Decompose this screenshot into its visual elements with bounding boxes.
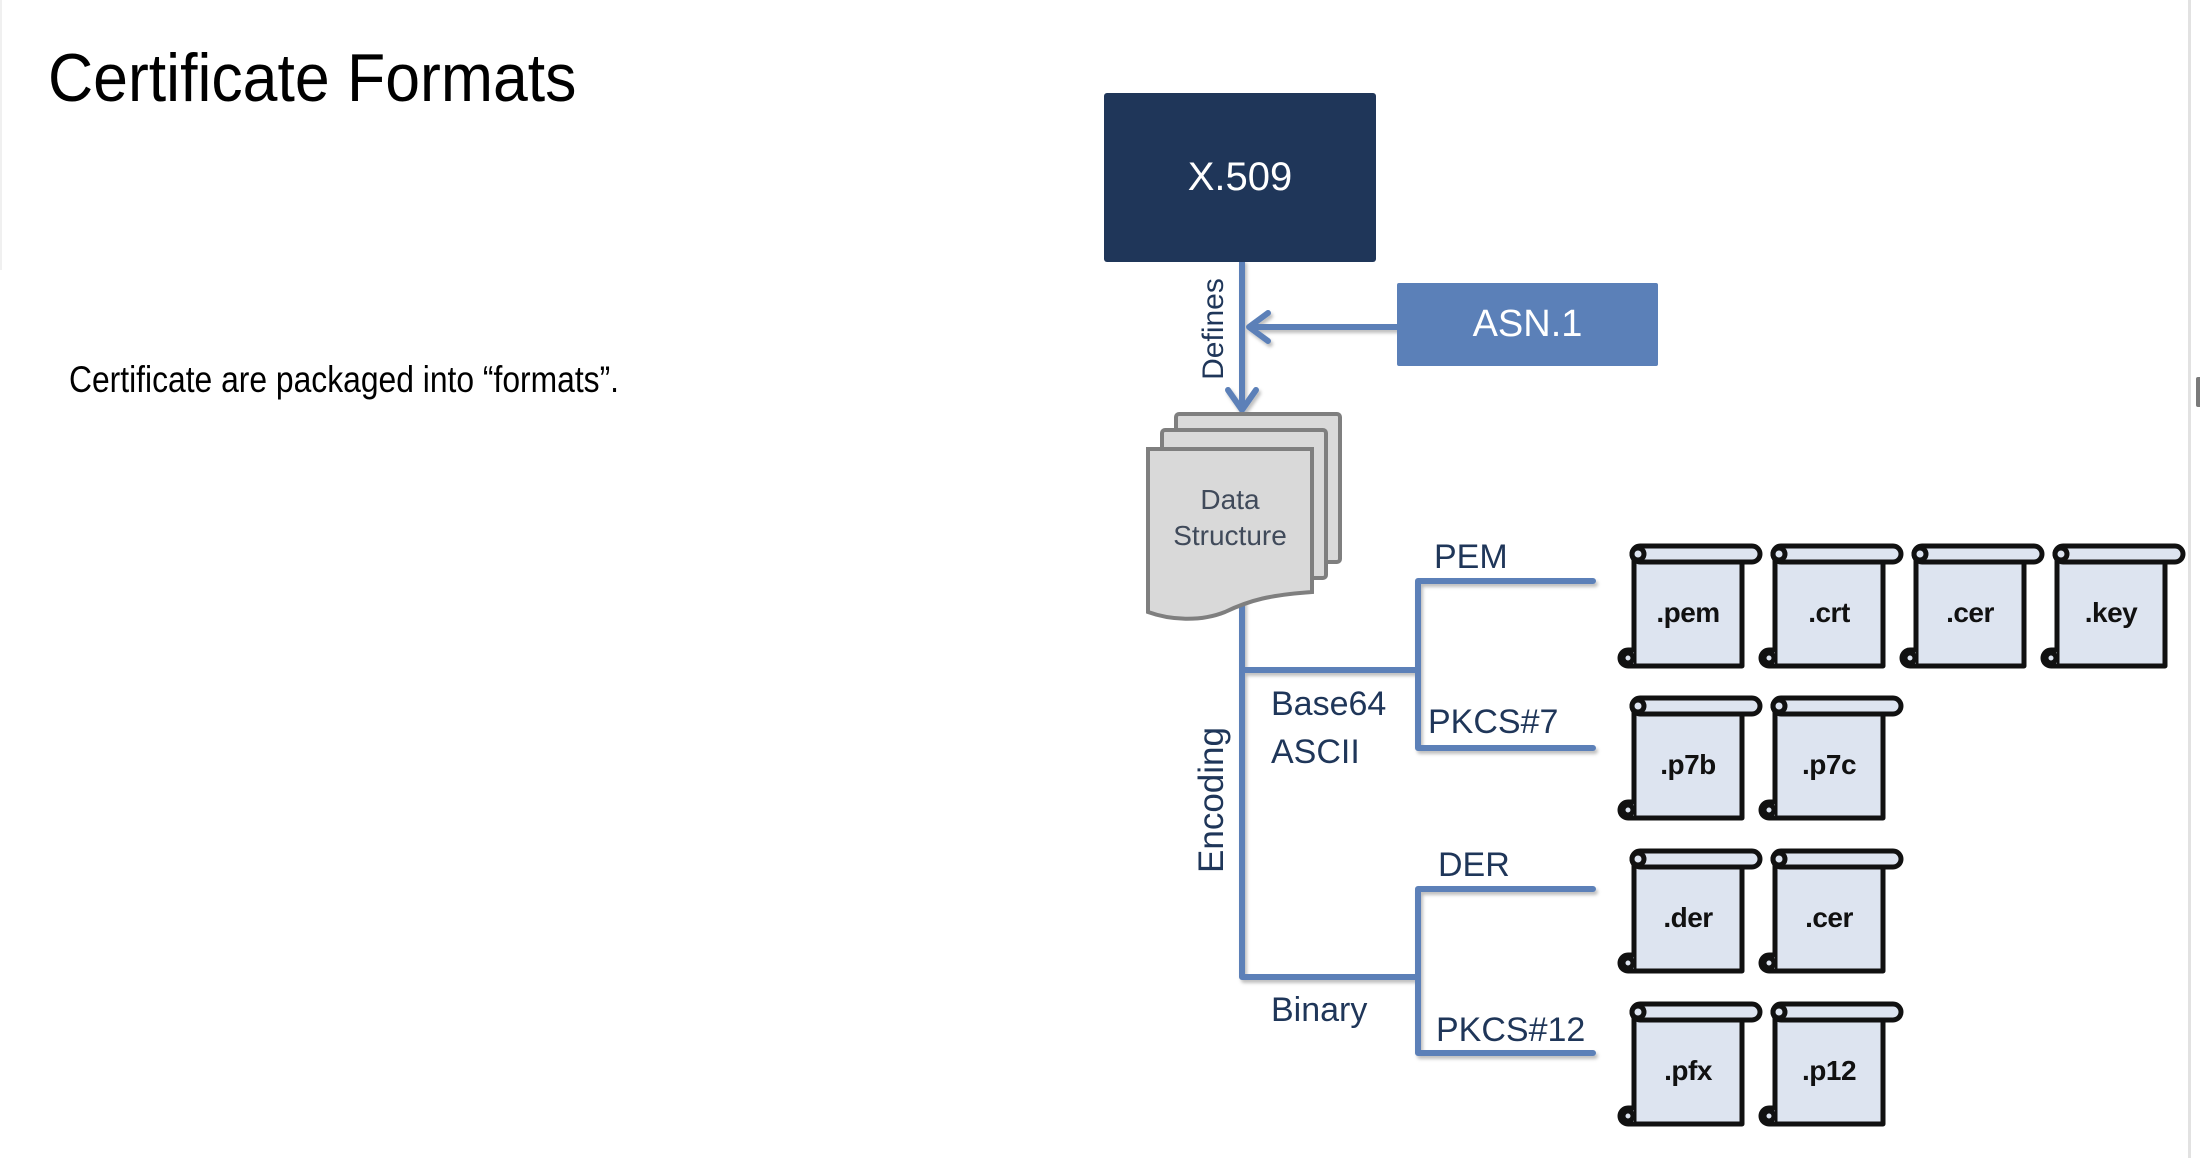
scroll-text-wrap: .cer xyxy=(1773,873,1885,963)
format-label-pkcs12: PKCS#12 xyxy=(1436,1011,1586,1049)
file-extension-label: .p7c xyxy=(1801,749,1857,780)
scroll-text-wrap: .p7c xyxy=(1773,720,1885,810)
panel-resize-handle[interactable] xyxy=(2196,377,2200,407)
file-extension-scroll: .p7b xyxy=(1614,694,1764,826)
slide-title: Certificate Formats xyxy=(48,40,577,116)
file-extension-scroll: .cer xyxy=(1896,542,2046,674)
defines-arrow-head xyxy=(1225,387,1259,413)
file-extension-label: .cer xyxy=(1805,902,1853,933)
scroll-text-wrap: .pem xyxy=(1632,568,1744,658)
file-extension-scroll: .der xyxy=(1614,847,1764,979)
file-extension-label: .der xyxy=(1663,902,1713,933)
scroll-text-wrap: .key xyxy=(2055,568,2167,658)
scroll-icon xyxy=(1758,695,1904,821)
file-extension-label: .pfx xyxy=(1664,1055,1712,1086)
scroll-text-wrap: .pfx xyxy=(1632,1026,1744,1116)
scroll-text-wrap: .der xyxy=(1632,873,1744,963)
file-extension-scroll: .p7c xyxy=(1755,694,1905,826)
ascii-label: ASCII xyxy=(1271,733,1360,771)
file-extension-label: .crt xyxy=(1808,597,1850,628)
file-extension-label: .p12 xyxy=(1801,1055,1857,1086)
encoding-label: Encoding xyxy=(1192,727,1231,873)
encoding-trunk xyxy=(1239,587,1421,980)
file-extension-label: .cer xyxy=(1946,597,1994,628)
file-extension-scroll: .p12 xyxy=(1755,1000,1905,1132)
pem-line xyxy=(1415,578,1596,751)
scroll-icon xyxy=(1617,848,1763,974)
file-extension-scroll: .pem xyxy=(1614,542,1764,674)
scroll-icon xyxy=(1758,1001,1904,1127)
scroll-icon xyxy=(1758,848,1904,974)
file-extension-scroll: .pfx xyxy=(1614,1000,1764,1132)
file-extension-label: .pem xyxy=(1656,597,1720,628)
data-structure-label: Data Structure xyxy=(1148,482,1312,554)
left-panel-edge xyxy=(0,0,2,270)
file-extension-scroll: .cer xyxy=(1755,847,1905,979)
scroll-icon xyxy=(1758,543,1904,669)
x509-label: X.509 xyxy=(1187,155,1293,199)
file-extension-label: .p7b xyxy=(1660,749,1716,780)
scroll-text-wrap: .crt xyxy=(1773,568,1885,658)
scroll-icon xyxy=(1617,695,1763,821)
file-extension-scroll: .crt xyxy=(1755,542,1905,674)
scroll-icon xyxy=(1617,1001,1763,1127)
panel-divider xyxy=(2188,0,2191,1158)
data-structure-line-1: Data xyxy=(1200,484,1260,515)
scroll-icon xyxy=(1899,543,2045,669)
data-structure-line-2: Structure xyxy=(1173,520,1287,551)
data-structure-icon xyxy=(1146,412,1342,621)
asn1-label: ASN.1 xyxy=(1472,303,1583,345)
scroll-text-wrap: .p12 xyxy=(1773,1026,1885,1116)
format-label-pem: PEM xyxy=(1434,538,1508,576)
scroll-icon xyxy=(2040,543,2186,669)
file-extension-scroll: .key xyxy=(2037,542,2187,674)
format-label-pkcs7: PKCS#7 xyxy=(1428,703,1559,741)
asn1-box: ASN.1 xyxy=(1397,283,1658,366)
scroll-text-wrap: .p7b xyxy=(1632,720,1744,810)
binary-label: Binary xyxy=(1271,991,1368,1029)
defines-label: Defines xyxy=(1197,278,1230,380)
asn-arrow-head xyxy=(1246,310,1271,344)
format-label-der: DER xyxy=(1438,846,1510,884)
x509-box: X.509 xyxy=(1104,93,1376,262)
scroll-text-wrap: .cer xyxy=(1914,568,2026,658)
base64-label: Base64 xyxy=(1271,685,1387,723)
slide-body-text: Certificate are packaged into “formats”. xyxy=(69,359,620,400)
der-line xyxy=(1415,886,1596,1056)
file-extension-label: .key xyxy=(2084,597,2138,628)
scroll-icon xyxy=(1617,543,1763,669)
